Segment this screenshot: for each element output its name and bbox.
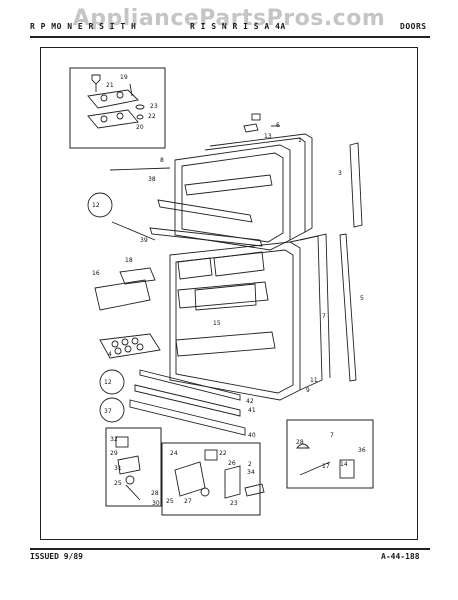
callout-34: 34 bbox=[247, 469, 255, 476]
footer-rule bbox=[30, 548, 430, 550]
callout-5: 5 bbox=[360, 295, 364, 302]
callout-30: 30 bbox=[152, 500, 160, 507]
callout-12-upper: 12 bbox=[92, 202, 100, 209]
butter-compartment bbox=[94, 279, 151, 311]
page-code: A-44-188 bbox=[381, 552, 420, 561]
callout-17: 17 bbox=[322, 463, 330, 470]
callout-40: 40 bbox=[248, 432, 256, 439]
callout-23-upper: 23 bbox=[150, 103, 158, 110]
callout-6: 6 bbox=[276, 122, 280, 129]
callout-8: 8 bbox=[160, 157, 164, 164]
callout-28-right: 28 bbox=[296, 439, 304, 446]
detail-circle-12-lower bbox=[99, 369, 125, 395]
callout-22-lower: 22 bbox=[219, 450, 227, 457]
diagram-frame bbox=[40, 47, 418, 540]
callout-42: 42 bbox=[246, 398, 254, 405]
header-left-text: R P MO N E R S I T H bbox=[30, 22, 137, 31]
callout-19: 19 bbox=[120, 74, 128, 81]
callout-7: 7 bbox=[322, 313, 326, 320]
header-rule bbox=[30, 36, 430, 38]
callout-9: 9 bbox=[306, 387, 310, 394]
callout-2: 2 bbox=[248, 461, 252, 468]
lower-door-strip bbox=[339, 233, 357, 382]
callout-26: 26 bbox=[228, 460, 236, 467]
egg-tray bbox=[99, 333, 161, 359]
freezer-door-shelf bbox=[157, 199, 253, 223]
fresh-food-door bbox=[169, 233, 331, 401]
callout-36: 36 bbox=[358, 447, 366, 454]
callout-16: 16 bbox=[92, 270, 100, 277]
upper-door-strip bbox=[349, 142, 363, 228]
callout-32: 32 bbox=[110, 436, 118, 443]
callout-14: 14 bbox=[340, 461, 348, 468]
callout-21: 21 bbox=[106, 82, 114, 89]
callout-37: 37 bbox=[104, 408, 112, 415]
callout-1: 1 bbox=[298, 137, 302, 144]
dairy-shelf bbox=[177, 281, 269, 309]
callout-28-left: 28 bbox=[151, 490, 159, 497]
callout-7-detail: 7 bbox=[330, 432, 334, 439]
watermark: AppliancePartsPros.com bbox=[72, 6, 386, 31]
freezer-door bbox=[149, 113, 313, 251]
callout-38: 38 bbox=[148, 176, 156, 183]
closer-cam-inset bbox=[286, 419, 374, 489]
callout-22-upper: 22 bbox=[148, 113, 156, 120]
header-section-title: DOORS bbox=[400, 22, 427, 31]
issued-date: ISSUED 9/89 bbox=[30, 552, 83, 561]
callout-29: 29 bbox=[110, 450, 118, 457]
callout-25-left: 25 bbox=[114, 480, 122, 487]
callout-18: 18 bbox=[125, 257, 133, 264]
header-model-text: R I S N R I S A 4A bbox=[190, 22, 286, 31]
detail-circle-12-upper bbox=[87, 192, 113, 218]
center-hinge-inset bbox=[161, 442, 265, 516]
lower-hinge-inset bbox=[105, 427, 162, 507]
page-header: R P MO N E R S I T H R I S N R I S A 4A … bbox=[30, 22, 428, 36]
upper-hinge-inset bbox=[69, 67, 166, 149]
callout-39: 39 bbox=[140, 237, 148, 244]
callout-27: 27 bbox=[184, 498, 192, 505]
callout-41: 41 bbox=[248, 407, 256, 414]
callout-25-center: 25 bbox=[166, 498, 174, 505]
callout-3: 3 bbox=[338, 170, 342, 177]
callout-13: 13 bbox=[264, 133, 272, 140]
callout-24: 24 bbox=[170, 450, 178, 457]
callout-23-lower: 23 bbox=[230, 500, 238, 507]
detail-circle-37 bbox=[99, 397, 125, 423]
callout-31: 31 bbox=[114, 465, 122, 472]
callout-15: 15 bbox=[213, 320, 221, 327]
callout-4: 4 bbox=[108, 351, 112, 358]
callout-12-lower: 12 bbox=[104, 379, 112, 386]
callout-labels: 1 3 4 5 6 7 7 8 9 11 12 12 13 14 15 16 1… bbox=[92, 74, 366, 507]
callout-20: 20 bbox=[136, 124, 144, 131]
lower-door-shelf bbox=[175, 331, 276, 357]
callout-11: 11 bbox=[310, 377, 318, 384]
